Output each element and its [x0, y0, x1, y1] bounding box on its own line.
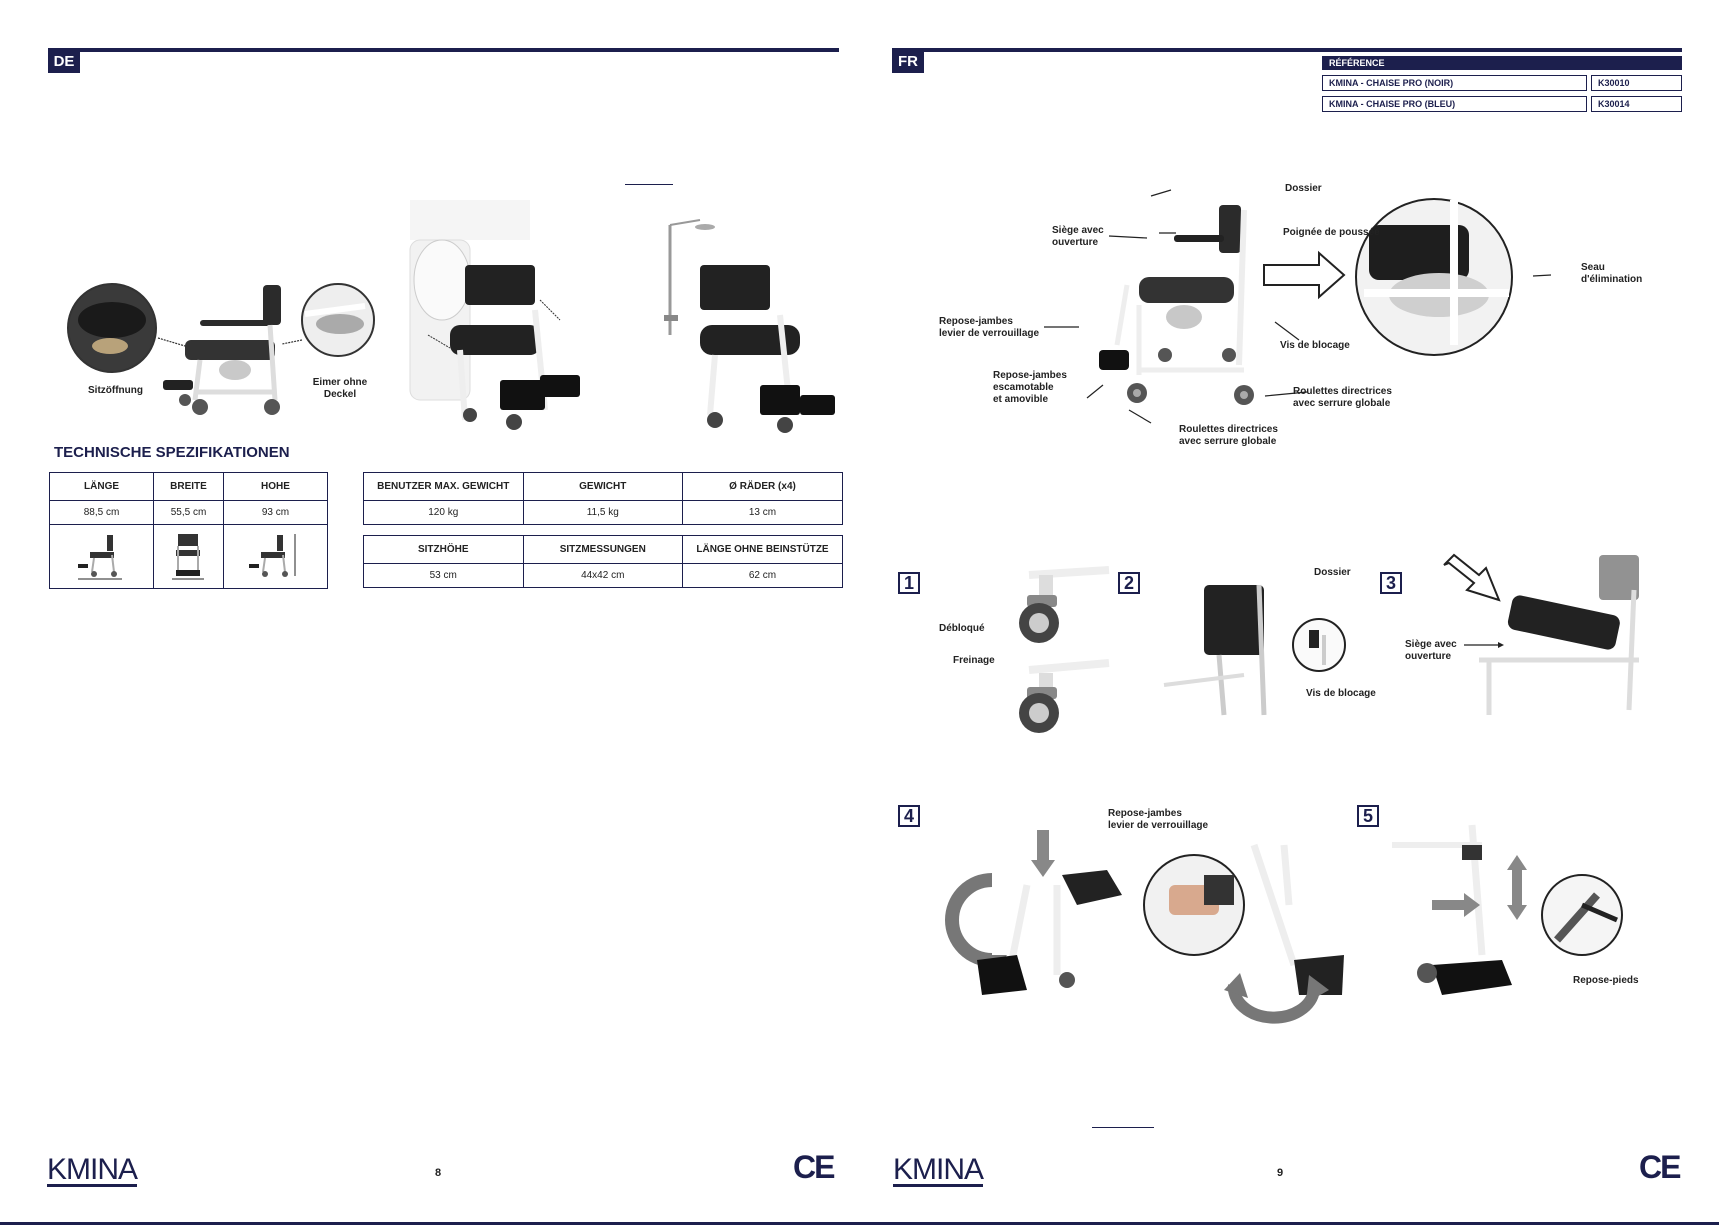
spec-header-seat-size: SITZMESSUNGEN [522, 535, 683, 564]
dims-value-width: 55,5 cm [153, 500, 224, 525]
dims-value-length: 88,5 cm [48, 500, 155, 525]
label-repose-pieds: Repose-pieds [1573, 975, 1639, 986]
header-rule [48, 48, 839, 52]
label-vis: Vis de blocage [1280, 340, 1350, 351]
label-seau: Seau d'élimination [1581, 262, 1643, 285]
chair-under-shower-illustration [664, 219, 835, 433]
reference-row-code: K30010 [1591, 75, 1682, 91]
label-siege: Siège avec ouverture [1052, 225, 1104, 248]
reference-row-code: K30014 [1591, 96, 1682, 112]
label-unlocked: Débloqué [939, 623, 985, 634]
legrest-lever-illustration [1143, 843, 1344, 1024]
spec-value-max-user-weight: 120 kg [363, 500, 524, 525]
language-tag: DE [48, 51, 80, 73]
spec-header-seat-height: SITZHÖHE [363, 535, 524, 564]
reference-row-name: KMINA - CHAISE PRO (NOIR) [1322, 75, 1587, 91]
label-vis-step2: Vis de blocage [1306, 688, 1376, 699]
label-brake: Freinage [953, 655, 995, 666]
spec-table-weight: BENUTZER MAX. GEWICHT GEWICHT Ø RÄDER (x… [363, 472, 843, 525]
spec-value-seat-height: 53 cm [363, 563, 524, 588]
chair-parts-diagram [1099, 198, 1513, 405]
header-rule [892, 48, 1682, 52]
backrest-install-illustration [1163, 584, 1346, 716]
spec-table-seat: SITZHÖHE SITZMESSUNGEN LÄNGE OHNE BEINST… [363, 535, 843, 588]
spec-value-weight: 11,5 kg [522, 500, 683, 525]
spec-header-weight: GEWICHT [522, 472, 683, 501]
legrest-fold-illustration [945, 830, 1122, 995]
step-2-badge: 2 [1118, 572, 1140, 594]
label-roulettes-bottom: Roulettes directrices avec serrure globa… [1179, 424, 1278, 447]
chair-side-thumbnail [77, 535, 122, 580]
pointer-arrow-icon [1464, 642, 1504, 648]
spec-title: TECHNISCHE SPEZIFIKATIONEN [54, 444, 290, 461]
spec-value-seat-size: 44x42 cm [522, 563, 683, 588]
divider [1092, 1127, 1154, 1128]
caster-brake-illustration [1019, 566, 1110, 733]
reference-row-name: KMINA - CHAISE PRO (BLEU) [1322, 96, 1587, 112]
label-roulettes-right: Roulettes directrices avec serrure globa… [1293, 386, 1392, 409]
spec-header-max-user-weight: BENUTZER MAX. GEWICHT [363, 472, 524, 501]
label-dossier-step2: Dossier [1314, 567, 1351, 578]
diagram-pointer-lines [1044, 189, 1552, 424]
page-number: 8 [435, 1167, 442, 1179]
step-4-badge: 4 [898, 805, 920, 827]
label-dossier: Dossier [1285, 183, 1322, 194]
label-siege-step3: Siège avec ouverture [1405, 639, 1457, 662]
dims-header-width: BREITE [153, 472, 224, 501]
step-3-badge: 3 [1380, 572, 1402, 594]
spec-value-length-no-legrest: 62 cm [682, 563, 843, 588]
dims-width-thumbnail [153, 524, 224, 589]
step-5-badge: 5 [1357, 805, 1379, 827]
spec-value-wheels: 13 cm [682, 500, 843, 525]
reference-header: RÉFÉRENCE [1322, 56, 1682, 70]
language-tag: FR [892, 51, 924, 73]
dims-header-length: LÄNGE [48, 472, 155, 501]
bottom-rule [0, 1222, 1719, 1225]
label-bucket: Eimer ohne Deckel [312, 377, 368, 400]
chair-over-toilet-illustration [409, 200, 580, 430]
chair-height-thumbnail [249, 534, 296, 577]
seat-install-illustration [1443, 553, 1639, 715]
commode-chair-illustration [67, 283, 375, 415]
spec-header-length-no-legrest: LÄNGE OHNE BEINSTÜTZE [682, 535, 843, 564]
spec-header-wheels: Ø RÄDER (x4) [682, 472, 843, 501]
dims-value-height: 93 cm [222, 500, 329, 525]
label-repose-escamotable: Repose-jambes escamotable et amovible [993, 370, 1067, 405]
label-repose-levier-step4: Repose-jambes levier de verrouillage [1108, 808, 1209, 831]
label-seat-opening: Sitzöffnung [88, 385, 143, 396]
label-poignee: Poignée de poussée [1283, 227, 1380, 238]
ce-mark: CE [793, 1149, 835, 1185]
footrest-illustration [1392, 824, 1623, 995]
page-fr: FR RÉFÉRENCE KMINA - CHAISE PRO (NOIR) K… [859, 0, 1719, 1226]
page-de: DE Sitzöffnung Eimer ohne Deckel [0, 0, 859, 1226]
dims-length-thumbnail [48, 524, 155, 589]
dims-height-thumbnail [222, 524, 329, 589]
kmina-logo: KMINA [893, 1153, 984, 1187]
step-1-badge: 1 [898, 572, 920, 594]
dimensions-table: LÄNGE BREITE HOHE 88,5 cm 55,5 cm 93 cm [48, 472, 329, 589]
divider [625, 184, 673, 185]
ce-mark: CE [1639, 1149, 1681, 1185]
page-number: 9 [1277, 1167, 1284, 1179]
label-repose-levier: Repose-jambes levier de verrouillage [939, 316, 1040, 339]
chair-front-thumbnail [172, 534, 205, 580]
kmina-logo: KMINA [47, 1153, 138, 1187]
dims-header-height: HOHE [222, 472, 329, 501]
